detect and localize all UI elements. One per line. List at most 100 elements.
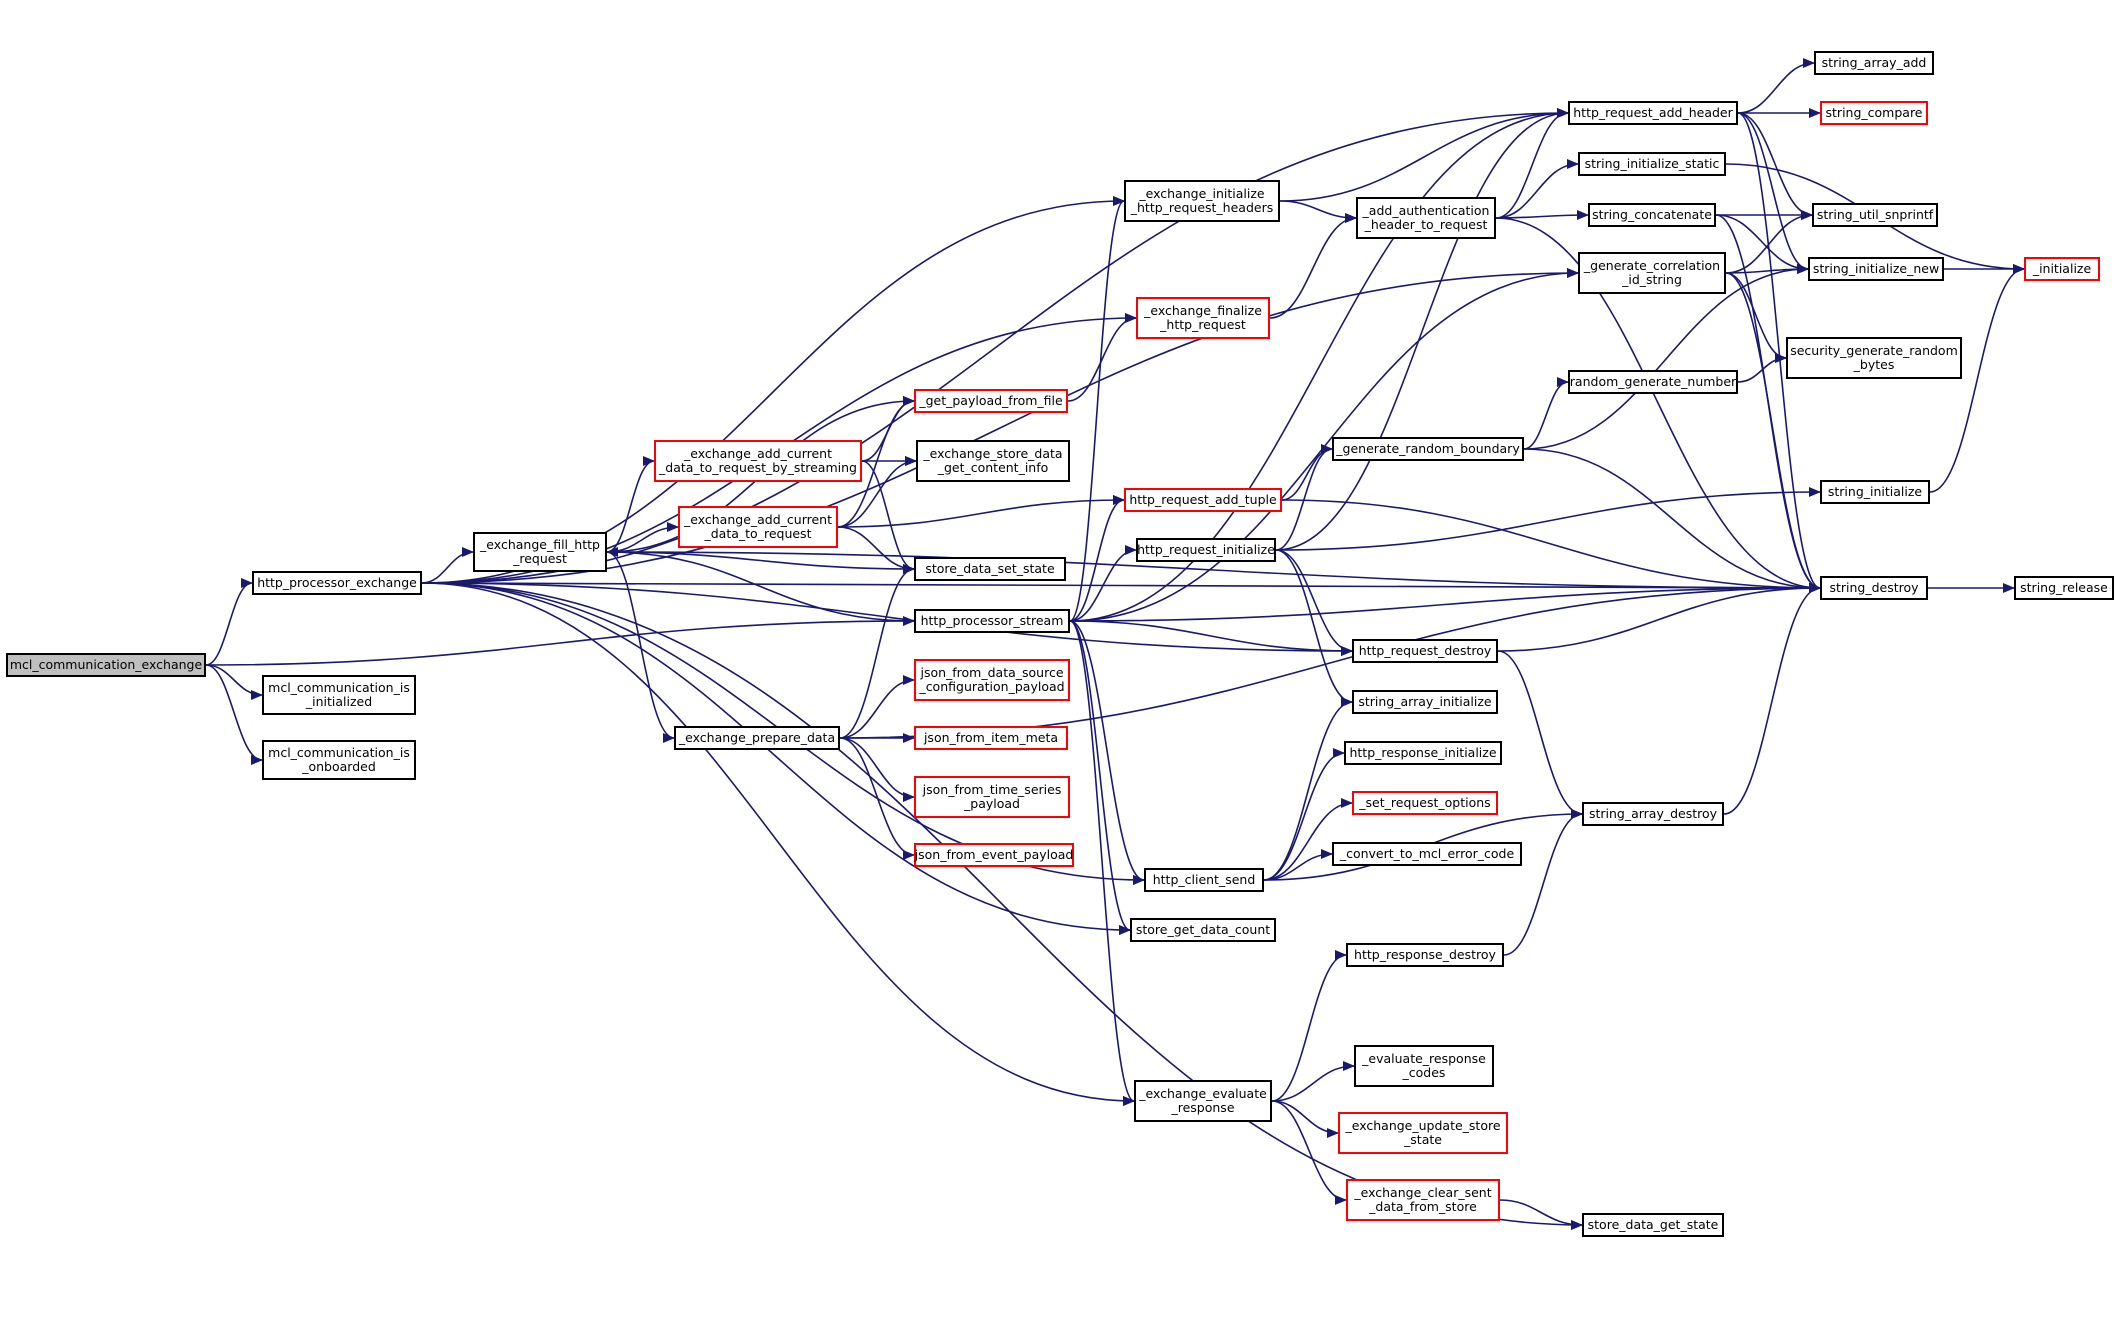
edge-_exchange_evaluate_response-to-_exchange_clear_sent_data_from_store <box>1271 1100 1347 1205</box>
node-string-destroy[interactable]: string_destroy <box>1820 576 1928 600</box>
node-json-from-event-payload[interactable]: json_from_event_payload <box>914 843 1074 867</box>
edge-_exchange_add_current_data_to_request-to-_exchange_store_data_get_content_info <box>837 456 917 528</box>
edge-string_array_destroy-to-string_destroy <box>1723 583 1821 815</box>
node-exchange-add-current-data-to-request-by-streaming[interactable]: _exchange_add_current _data_to_request_b… <box>654 440 862 482</box>
edge-mcl_communication_exchange-to-mcl_communication_is_initialized <box>205 664 263 700</box>
node-string-release[interactable]: string_release <box>2014 576 2114 600</box>
edge-http_processor_stream-to-string_destroy <box>1069 583 1821 622</box>
node-string-initialize-new[interactable]: string_initialize_new <box>1808 257 1944 281</box>
edge-http_processor_stream-to-http_request_add_header <box>1069 108 1569 622</box>
edge-_generate_random_boundary-to-random_generate_number <box>1523 377 1569 450</box>
node-json-from-time-series-payload[interactable]: json_from_time_series _payload <box>914 776 1070 818</box>
node-string-concatenate[interactable]: string_concatenate <box>1588 203 1716 227</box>
edge-http_request_add_header-to-string_array_add <box>1737 58 1815 114</box>
node-http-processor-stream[interactable]: http_processor_stream <box>914 609 1070 633</box>
node-store-data-get-state[interactable]: store_data_get_state <box>1582 1213 1724 1237</box>
node-mcl-communication-is-onboarded[interactable]: mcl_communication_is _onboarded <box>262 740 416 780</box>
edge-_exchange_fill_http_request-to-string_destroy <box>606 551 1821 593</box>
edge-_exchange_finalize_http_request-to-_add_authentication_header_to_request <box>1269 213 1357 319</box>
edge-_generate_correlation_id_string-to-string_destroy <box>1725 272 1821 593</box>
node-exchange-finalize-http-request[interactable]: _exchange_finalize _http_request <box>1136 297 1270 339</box>
edge-mcl_communication_exchange-to-http_processor_exchange <box>205 578 253 666</box>
node-json-from-data-source-configuration-payload[interactable]: json_from_data_source _configuration_pay… <box>914 659 1070 701</box>
edge-http_processor_stream-to-http_request_initialize <box>1069 545 1137 622</box>
node-string-initialize-static[interactable]: string_initialize_static <box>1578 152 1726 176</box>
edge-_add_authentication_header_to_request-to-http_request_add_header <box>1495 108 1569 219</box>
node-store-data-set-state[interactable]: store_data_set_state <box>914 557 1066 581</box>
edge-http_client_send-to-_set_request_options <box>1263 798 1353 881</box>
edge-_generate_random_boundary-to-string_destroy <box>1523 448 1821 593</box>
node-http-request-initialize[interactable]: http_request_initialize <box>1136 538 1276 562</box>
edge-_generate_correlation_id_string-to-string_util_snprintf <box>1725 210 1813 274</box>
edge-_exchange_add_current_data_to_request-to-http_request_add_tuple <box>837 495 1125 528</box>
node-exchange-initialize-http-request-headers[interactable]: _exchange_initialize _http_request_heade… <box>1124 180 1280 222</box>
edge-http_processor_exchange-to-_exchange_evaluate_response <box>421 582 1135 1106</box>
node-http-request-add-tuple[interactable]: http_request_add_tuple <box>1124 488 1282 512</box>
edge-_exchange_prepare_data-to-json_from_event_payload <box>839 737 915 860</box>
edge-http_request_initialize-to-string_initialize <box>1275 487 1821 551</box>
edge-_exchange_prepare_data-to-json_from_time_series_payload <box>839 737 915 802</box>
edge-http_request_add_header-to-string_initialize_new <box>1737 112 1809 274</box>
node-exchange-clear-sent-data-from-store[interactable]: _exchange_clear_sent _data_from_store <box>1346 1179 1500 1221</box>
node-convert-to-mcl-error-code[interactable]: _convert_to_mcl_error_code <box>1332 842 1522 866</box>
edge-http_request_initialize-to-string_array_initialize <box>1275 549 1353 707</box>
node-http-response-destroy[interactable]: http_response_destroy <box>1346 943 1504 967</box>
node-exchange-store-data-get-content-info[interactable]: _exchange_store_data _get_content_info <box>916 440 1070 482</box>
edge-_exchange_initialize_http_request_headers-to-_add_authentication_header_to_request <box>1279 200 1357 223</box>
edge-http_request_destroy-to-string_array_destroy <box>1497 650 1583 819</box>
edge-_add_authentication_header_to_request-to-string_concatenate <box>1495 210 1589 221</box>
edge-_exchange_prepare_data-to-store_data_set_state <box>839 564 915 739</box>
edge-_exchange_prepare_data-to-json_from_data_source_configuration_payload <box>839 675 915 739</box>
node-set-request-options[interactable]: _set_request_options <box>1352 791 1498 815</box>
node-string-array-destroy[interactable]: string_array_destroy <box>1582 802 1724 826</box>
node-security-generate-random-bytes[interactable]: security_generate_random _bytes <box>1786 337 1962 379</box>
node-get-payload-from-file[interactable]: _get_payload_from_file <box>914 389 1068 413</box>
node-add-authentication-header-to-request[interactable]: _add_authentication _header_to_request <box>1356 197 1496 239</box>
node-exchange-evaluate-response[interactable]: _exchange_evaluate _response <box>1134 1080 1272 1122</box>
edge-_generate_correlation_id_string-to-security_generate_random_bytes <box>1725 272 1787 363</box>
node-string-initialize[interactable]: string_initialize <box>1820 480 1930 504</box>
edge-mcl_communication_exchange-to-mcl_communication_is_onboarded <box>205 664 263 765</box>
edge-http_processor_stream-to-store_get_data_count <box>1069 620 1131 935</box>
edge-http_processor_exchange-to-http_request_add_header <box>421 108 1569 584</box>
node-mcl-communication-is-initialized[interactable]: mcl_communication_is _initialized <box>262 675 416 715</box>
edge-http_request_initialize-to-http_request_add_header <box>1275 108 1569 551</box>
edge-_add_authentication_header_to_request-to-string_destroy <box>1495 217 1821 593</box>
node-initialize[interactable]: _initialize <box>2024 257 2100 281</box>
edge-_add_authentication_header_to_request-to-string_initialize_static <box>1495 159 1579 219</box>
edge-http_request_add_tuple-to-string_destroy <box>1281 499 1821 593</box>
node-mcl-communication-exchange: mcl_communication_exchange <box>6 653 206 677</box>
node-http-response-initialize[interactable]: http_response_initialize <box>1344 741 1502 765</box>
node-http-request-destroy[interactable]: http_request_destroy <box>1352 639 1498 663</box>
node-generate-correlation-id-string[interactable]: _generate_correlation _id_string <box>1578 252 1726 294</box>
node-exchange-fill-http-request[interactable]: _exchange_fill_http _request <box>473 532 607 572</box>
node-http-request-add-header[interactable]: http_request_add_header <box>1568 101 1738 125</box>
node-json-from-item-meta[interactable]: json_from_item_meta <box>914 726 1068 750</box>
edge-_get_payload_from_file-to-_exchange_finalize_http_request <box>1067 313 1137 402</box>
node-evaluate-response-codes[interactable]: _evaluate_response _codes <box>1354 1045 1494 1087</box>
edge-http_request_destroy-to-string_destroy <box>1497 583 1821 652</box>
edge-_exchange_evaluate_response-to-http_response_destroy <box>1271 950 1347 1102</box>
node-string-array-add[interactable]: string_array_add <box>1814 51 1934 75</box>
node-exchange-add-current-data-to-request[interactable]: _exchange_add_current _data_to_request <box>678 506 838 548</box>
node-random-generate-number[interactable]: random_generate_number <box>1568 370 1738 394</box>
node-string-array-initialize[interactable]: string_array_initialize <box>1352 690 1498 714</box>
edge-http_response_destroy-to-string_array_destroy <box>1503 809 1583 956</box>
node-generate-random-boundary[interactable]: _generate_random_boundary <box>1332 437 1524 461</box>
edge-http_processor_stream-to-_exchange_initialize_http_request_headers <box>1069 196 1125 622</box>
edge-_exchange_fill_http_request-to-_exchange_prepare_data <box>606 551 675 743</box>
edge-http_processor_stream-to-http_request_add_tuple <box>1069 495 1125 622</box>
edge-string_initialize-to-_initialize <box>1929 264 2025 493</box>
edge-http_processor_exchange-to-store_get_data_count <box>421 582 1131 935</box>
node-string-util-snprintf[interactable]: string_util_snprintf <box>1812 203 1938 227</box>
node-store-get-data-count[interactable]: store_get_data_count <box>1130 918 1276 942</box>
edge-http_request_initialize-to-http_request_destroy <box>1275 549 1353 656</box>
node-string-compare[interactable]: string_compare <box>1820 101 1928 125</box>
node-http-processor-exchange[interactable]: http_processor_exchange <box>252 571 422 595</box>
node-exchange-update-store-state[interactable]: _exchange_update_store _state <box>1338 1112 1508 1154</box>
node-exchange-prepare-data[interactable]: _exchange_prepare_data <box>674 726 840 750</box>
edge-mcl_communication_exchange-to-http_processor_stream <box>205 616 915 666</box>
node-http-client-send[interactable]: http_client_send <box>1144 868 1264 892</box>
edge-_exchange_evaluate_response-to-_exchange_update_store_state <box>1271 1100 1339 1138</box>
